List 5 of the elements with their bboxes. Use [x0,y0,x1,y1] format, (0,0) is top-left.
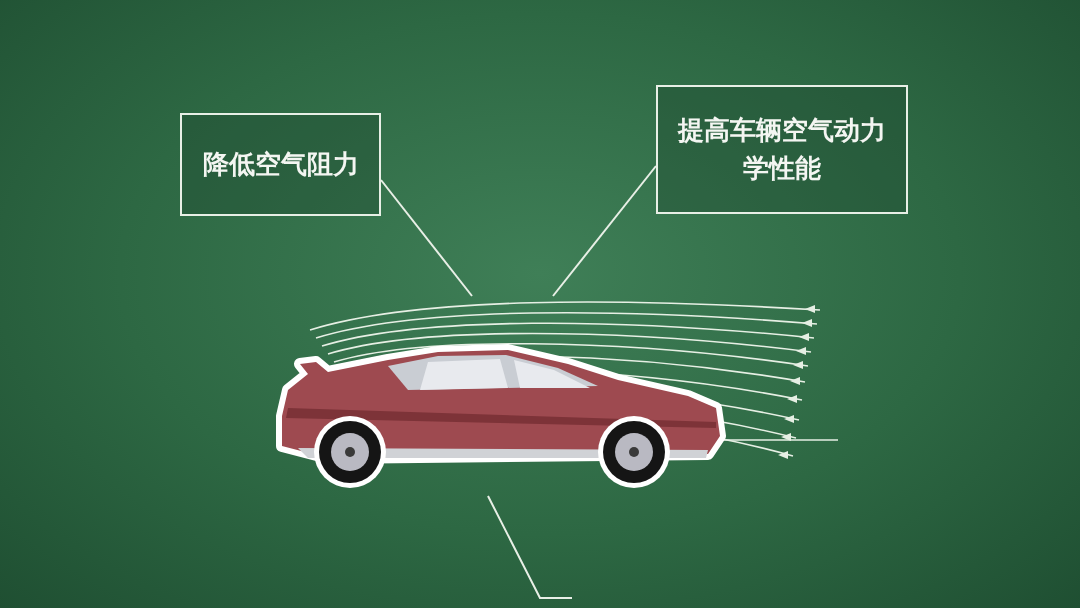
callout-box: 降低空气阻力 [180,113,381,216]
callout-box: 提高车辆空气动力学性能 [656,85,908,214]
leader-line [380,179,473,297]
leader-line [487,495,573,599]
leader-line [552,165,657,297]
